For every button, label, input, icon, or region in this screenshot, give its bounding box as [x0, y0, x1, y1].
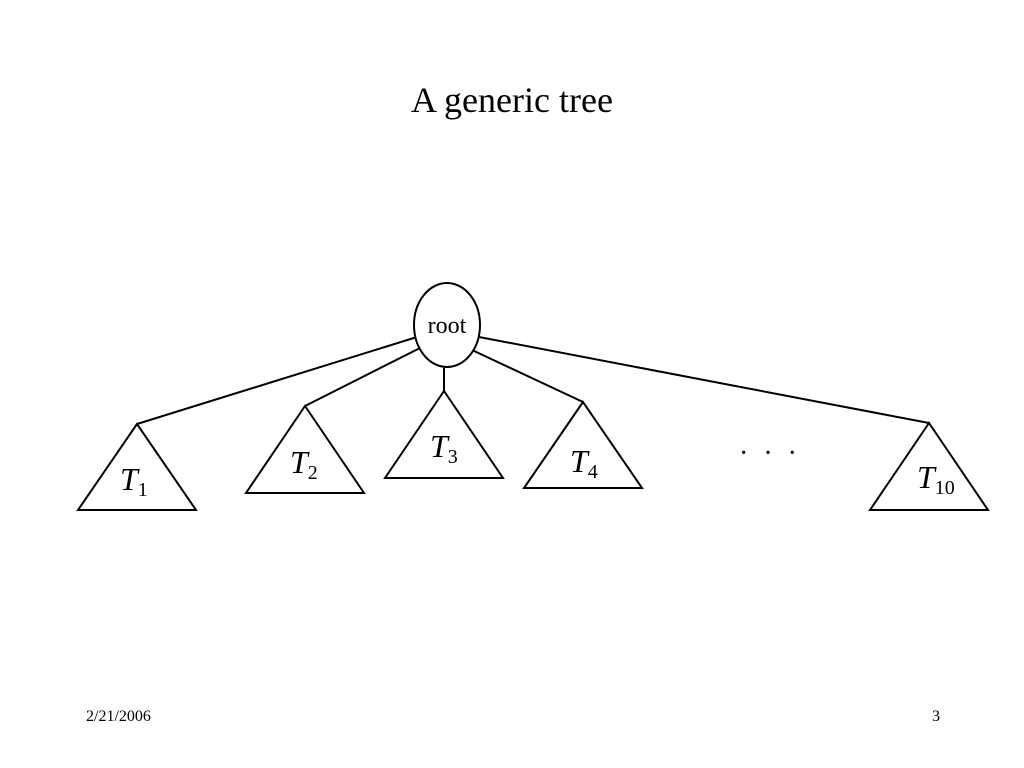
- edge-root-t10: [478, 336, 930, 424]
- subtree-t2-subscript: 2: [308, 462, 318, 484]
- footer-date: 2/21/2006: [86, 708, 151, 725]
- subtree-t10-subscript: 10: [935, 477, 955, 499]
- edge-root-t2: [304, 347, 421, 407]
- subtree-t3-subscript: 3: [448, 446, 458, 468]
- subtree-t4: T4: [522, 400, 644, 489]
- subtree-t3: T3: [383, 389, 505, 479]
- svg-text:T2: T2: [290, 444, 318, 484]
- subtree-t4-subscript: 4: [588, 461, 598, 483]
- svg-text:T4: T4: [570, 443, 598, 483]
- ellipsis: · · ·: [739, 438, 801, 469]
- subtree-t2: T2: [244, 404, 366, 494]
- subtree-t2-letter: T: [290, 444, 310, 480]
- svg-text:T3: T3: [430, 428, 458, 468]
- svg-text:T1: T1: [120, 461, 148, 501]
- root-node: root: [413, 282, 481, 368]
- subtree-t3-letter: T: [430, 428, 450, 464]
- subtree-t4-letter: T: [570, 443, 590, 479]
- root-label: root: [428, 313, 467, 339]
- edge-root-t1: [136, 336, 418, 425]
- subtree-t1-letter: T: [120, 461, 140, 497]
- subtree-t1: T1: [76, 422, 198, 511]
- slide-title: A generic tree: [411, 80, 613, 120]
- edge-root-t4: [471, 349, 584, 403]
- subtree-t10-letter: T: [917, 459, 937, 495]
- subtree-t10: T10: [868, 421, 990, 511]
- svg-text:T10: T10: [917, 459, 955, 499]
- subtree-t1-subscript: 1: [138, 479, 148, 501]
- page-number: 3: [932, 708, 940, 725]
